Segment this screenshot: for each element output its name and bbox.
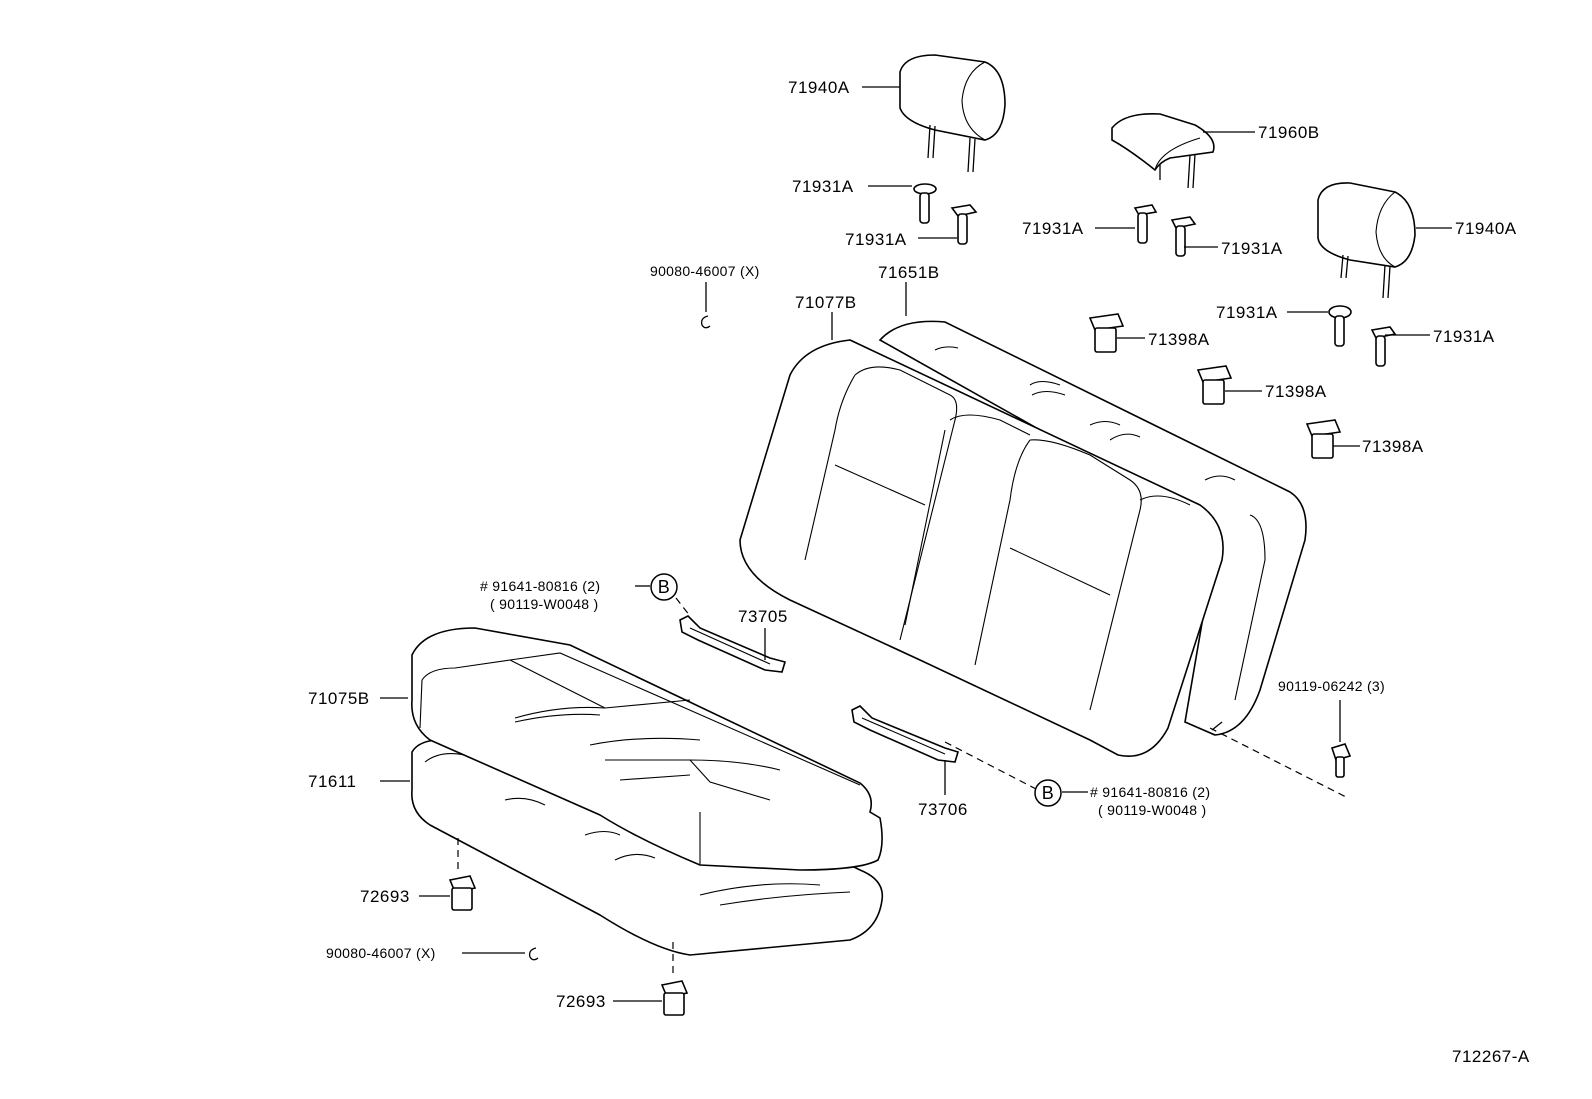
label-bolt: 90119-06242 (3) [1278, 678, 1385, 694]
label-ref-b-top-line1: # 91641-80816 (2) [480, 578, 600, 594]
circle-marker-b-bottom: B [1034, 779, 1062, 807]
label-support-c2: 71931A [1221, 239, 1283, 258]
circle-b-top-label: B [658, 577, 671, 597]
headrest-right [1317, 182, 1416, 299]
label-support-l1: 71931A [792, 177, 854, 196]
label-belt-hook-right: 73706 [918, 800, 968, 819]
label-ref-b-top-line2: ( 90119-W0048 ) [490, 596, 599, 612]
seat-cushion-cover [411, 627, 883, 871]
seatback-cover [739, 339, 1224, 757]
label-holder-3: 71398A [1362, 437, 1424, 456]
label-back-pad: 71651B [878, 263, 940, 282]
label-belt-hook-left: 73705 [738, 607, 788, 626]
belt-hooks [679, 615, 959, 763]
drawing-number: 712267-A [1452, 1047, 1530, 1066]
label-back-cover: 71077B [795, 293, 857, 312]
label-holder-2: 71398A [1265, 382, 1327, 401]
fasteners [448, 838, 689, 1016]
label-cushion-cover: 71075B [308, 689, 370, 708]
headrest-left [899, 54, 1006, 173]
leader-lines [380, 86, 1452, 1002]
label-support-r2: 71931A [1433, 327, 1495, 346]
callout-labels: 71940A 71960B 71940A 71931A 71931A 71931… [308, 78, 1530, 1066]
label-fastener-1: 72693 [360, 887, 410, 906]
support-holders [1088, 313, 1342, 459]
reference-dashes [675, 597, 1349, 799]
label-ref-b-bottom-line1: # 91641-80816 (2) [1090, 784, 1210, 800]
support-pins [913, 183, 1397, 367]
label-support-r1: 71931A [1216, 303, 1278, 322]
label-clip-back: 90080-46007 (X) [650, 263, 760, 279]
bolt [1330, 700, 1352, 778]
label-holder-1: 71398A [1148, 330, 1210, 349]
label-support-c1: 71931A [1022, 219, 1084, 238]
label-clip-cushion: 90080-46007 (X) [326, 945, 436, 961]
circle-marker-b-top: B [650, 573, 678, 601]
label-headrest-center: 71960B [1258, 123, 1320, 142]
circle-b-bottom-label: B [1042, 783, 1055, 803]
label-headrest-right: 71940A [1455, 219, 1517, 238]
label-fastener-2: 72693 [556, 992, 606, 1011]
label-cushion-pad: 71611 [308, 772, 357, 791]
label-support-l2: 71931A [845, 230, 907, 249]
seatback-pad [878, 320, 1307, 736]
clips [528, 315, 711, 961]
headrest-center [1111, 112, 1215, 189]
label-headrest-left: 71940A [788, 78, 850, 97]
label-ref-b-bottom-line2: ( 90119-W0048 ) [1098, 802, 1207, 818]
